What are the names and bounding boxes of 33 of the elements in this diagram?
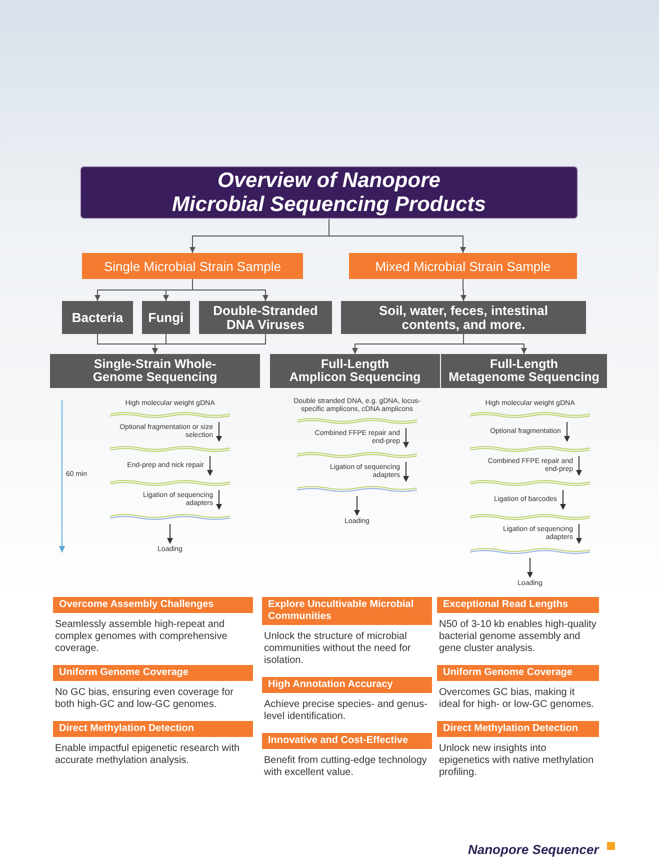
feature-description: Unlock new insights into epigenetics with native methylation profiling.	[438, 743, 595, 779]
category-box: Single Microbial Strain Sample	[82, 253, 303, 279]
feature-heading-bar: Direct Methylation Detection	[53, 721, 253, 737]
category-box: Full-Length Metagenome Sequencing	[441, 354, 607, 388]
feature-description: Unlock the structure of microbial communities without the need for isolation.	[263, 631, 412, 667]
feature-heading-bar: High Annotation Accuracy	[262, 677, 432, 693]
feature-heading-bar: Direct Methylation Detection	[437, 721, 599, 737]
feature-description: Achieve precise species- and genus-level identification.	[263, 699, 428, 723]
connector-arrow	[460, 278, 466, 302]
feature-description: Overcomes GC bias, making it ideal for high- or low-GC genomes.	[438, 687, 596, 711]
category-box: Soil, water, feces, intestinal contents, and more.	[341, 301, 586, 334]
category-box: Single-Strain Whole-Genome Sequencing	[50, 354, 260, 388]
feature-heading-bar: Exceptional Read Lengths	[437, 597, 599, 613]
category-box: Double-Stranded DNA Viruses	[199, 301, 332, 334]
feature-description: Seamlessly assemble high-repeat and complex genomes with comprehensive coverage.	[54, 619, 228, 655]
feature-heading-bar: Uniform Genome Coverage	[53, 665, 253, 681]
footer-text: Nanopore Sequencer	[468, 841, 599, 859]
category-box: Full-Length Amplicon Sequencing	[270, 354, 440, 388]
feature-heading-bar: Explore Uncultivable Microbial Communities	[262, 597, 432, 625]
feature-description: N50 of 3-10 kb enables high-quality bacterial genome assembly and gene cluster analysis.	[438, 619, 598, 655]
connector-arrow	[328, 218, 466, 254]
feature-description: Benefit from cutting-edge technology with excellent value.	[263, 755, 428, 779]
feature-description: Enable impactful epigenetic research with accurate methylation analysis.	[54, 743, 241, 767]
category-box: Fungi	[142, 301, 190, 334]
feature-heading-bar: Overcome Assembly Challenges	[53, 597, 253, 613]
connector-arrow	[192, 278, 268, 302]
connector-arrow	[152, 334, 266, 354]
feature-heading-bar: Uniform Genome Coverage	[437, 665, 599, 681]
title-box: Overview of Nanopore Microbial Sequencing Products	[80, 166, 578, 219]
feature-description: No GC bias, ensuring even coverage for both high-GC and low-GC genomes.	[54, 687, 234, 711]
category-box: Bacteria	[62, 301, 133, 334]
feature-heading-bar: Innovative and Cost-Effective	[262, 733, 432, 749]
category-box: Mixed Microbial Strain Sample	[349, 253, 577, 279]
